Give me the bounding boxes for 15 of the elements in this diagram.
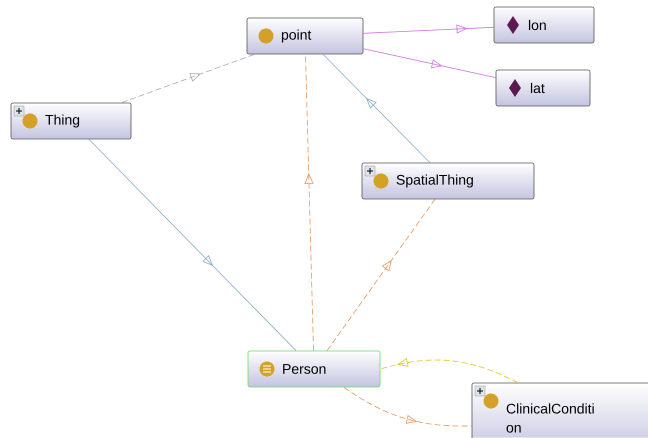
class-box: Person bbox=[248, 350, 380, 388]
arrow bbox=[304, 54, 314, 351]
class-box: Thing bbox=[10, 102, 132, 140]
class-box: lon bbox=[494, 6, 594, 44]
arrow bbox=[344, 387, 472, 426]
arrow bbox=[326, 198, 436, 351]
class-box: point bbox=[246, 18, 364, 54]
arrow bbox=[363, 24, 494, 34]
arrow bbox=[363, 48, 496, 78]
arrow bbox=[322, 54, 430, 163]
class-box: lat bbox=[496, 70, 590, 106]
class-box: ClinicalConditi on bbox=[472, 382, 648, 438]
arrow bbox=[121, 54, 255, 103]
class-box: SpatialThing bbox=[362, 162, 534, 200]
arrow bbox=[88, 139, 296, 351]
